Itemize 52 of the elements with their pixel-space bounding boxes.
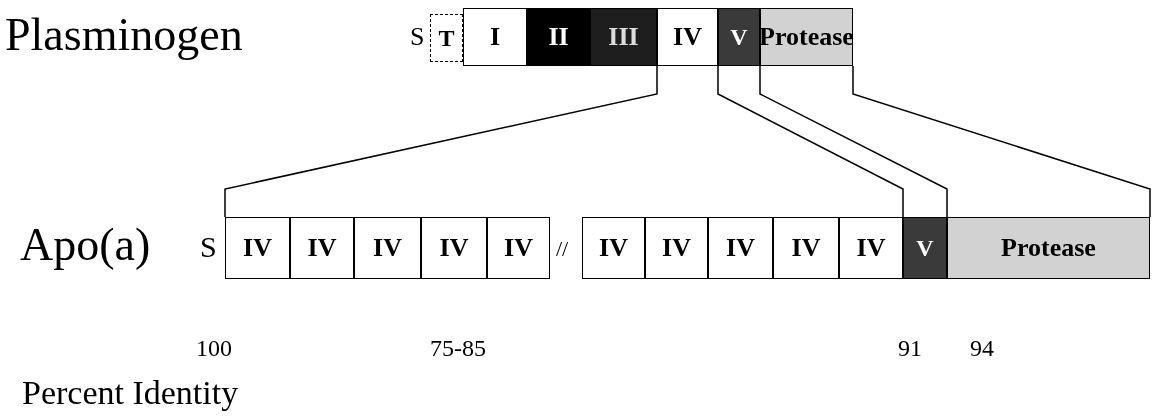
segment-label: S [410,24,425,50]
domain-box [421,217,487,279]
identity-value: 100 [196,336,232,360]
domain-label: IV [726,233,755,263]
protease-box [760,8,853,66]
axis-title: Percent Identity [22,376,239,410]
protease-box [947,217,1150,279]
domain-label: II [548,22,569,52]
domain-label: I [489,22,501,52]
protein-name: Apo(a) [20,222,151,268]
domain-box [718,8,760,66]
domain-label: IV [504,233,533,263]
domain-box [903,217,947,279]
domain-box [487,217,550,279]
domain-box [708,217,773,279]
domain-label: IV [662,233,691,263]
identity-value: 75-85 [430,336,486,360]
domain-box [657,8,718,66]
connector-line [224,65,658,218]
domain-box [527,8,590,66]
identity-value: 91 [898,336,922,360]
domain-label: III [608,22,639,52]
domain-label: T [438,24,455,52]
protein-name: Plasminogen [5,12,243,58]
domain-box [354,217,421,279]
segment-label: S [200,232,217,262]
domain-label: IV [856,233,886,263]
domain-box [290,217,354,279]
domain-label: IV [307,233,337,263]
connector-line [852,65,1151,218]
domain-label: V [916,234,934,262]
domain-label: IV [791,233,821,263]
domain-box [582,217,645,279]
domain-box [590,8,657,66]
domain-label: IV [373,233,402,263]
domain-label: V [730,23,748,51]
domain-label: IV [439,233,469,263]
break-mark: // [556,238,569,260]
domain-box [773,217,839,279]
domain-box [645,217,708,279]
connector-line [717,65,904,218]
domain-label: IV [243,233,272,263]
identity-value: 94 [970,336,994,360]
domain-label: Protease [1001,233,1096,263]
domain-label: IV [673,22,702,52]
connector-line [759,65,948,218]
domain-label: Protease [759,22,854,52]
domain-label: IV [599,233,628,263]
domain-box [430,14,463,62]
domain-box [463,8,527,66]
domain-box [225,217,290,279]
domain-box [839,217,903,279]
